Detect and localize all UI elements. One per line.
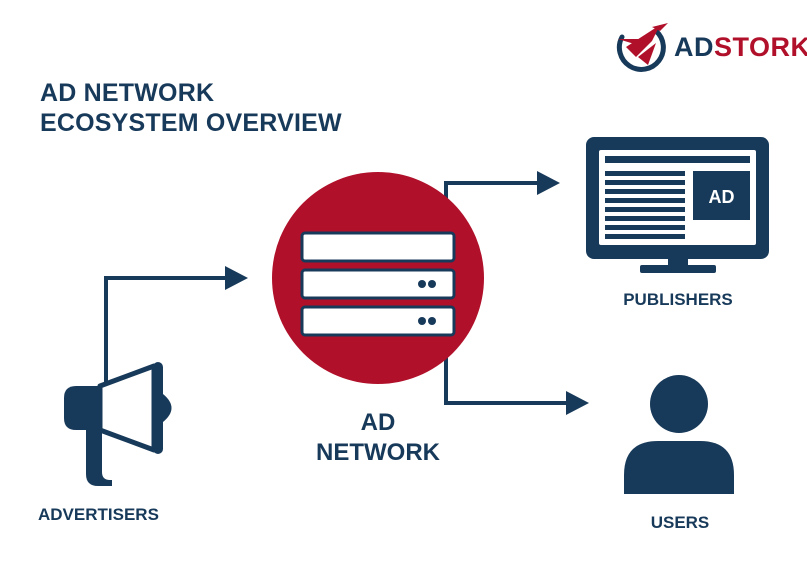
- monitor-icon: AD: [586, 137, 769, 273]
- diagram-title: AD NETWORK ECOSYSTEM OVERVIEW: [40, 78, 342, 138]
- stork-logo-icon: [616, 23, 668, 72]
- title-line-1: AD NETWORK: [40, 79, 215, 107]
- ad-badge: [693, 171, 750, 220]
- ad-network-label-line-1: AD: [360, 409, 396, 436]
- arrow-network-to-publishers: [444, 181, 537, 210]
- arrowhead-network-to-users: [566, 391, 589, 415]
- ad-network-label-line-2: NETWORK: [316, 439, 440, 466]
- arrowhead-network-to-publishers: [537, 171, 560, 195]
- publishers-label: PUBLISHERS: [623, 290, 733, 309]
- arrowhead-advertisers-to-network: [225, 266, 248, 290]
- ad-network-label: AD NETWORK: [308, 408, 448, 468]
- arrow-advertisers-to-network: [104, 276, 225, 388]
- logo-text-stork: STORK: [714, 31, 807, 62]
- users-label: USERS: [650, 513, 710, 532]
- server-stack-icon: [300, 231, 456, 337]
- user-icon: [624, 375, 734, 494]
- advertisers-label: ADVERTISERS: [38, 505, 159, 524]
- ad-network-node: [272, 172, 484, 384]
- megaphone-icon: [64, 362, 172, 486]
- logo-wordmark: ADSTORK: [674, 32, 807, 63]
- logo-text-ad: AD: [674, 31, 714, 62]
- arrow-network-to-users: [444, 340, 566, 405]
- adstork-logo: ADSTORK: [612, 14, 807, 80]
- ad-badge-text: AD: [709, 187, 735, 207]
- title-line-2: ECOSYSTEM OVERVIEW: [40, 109, 342, 137]
